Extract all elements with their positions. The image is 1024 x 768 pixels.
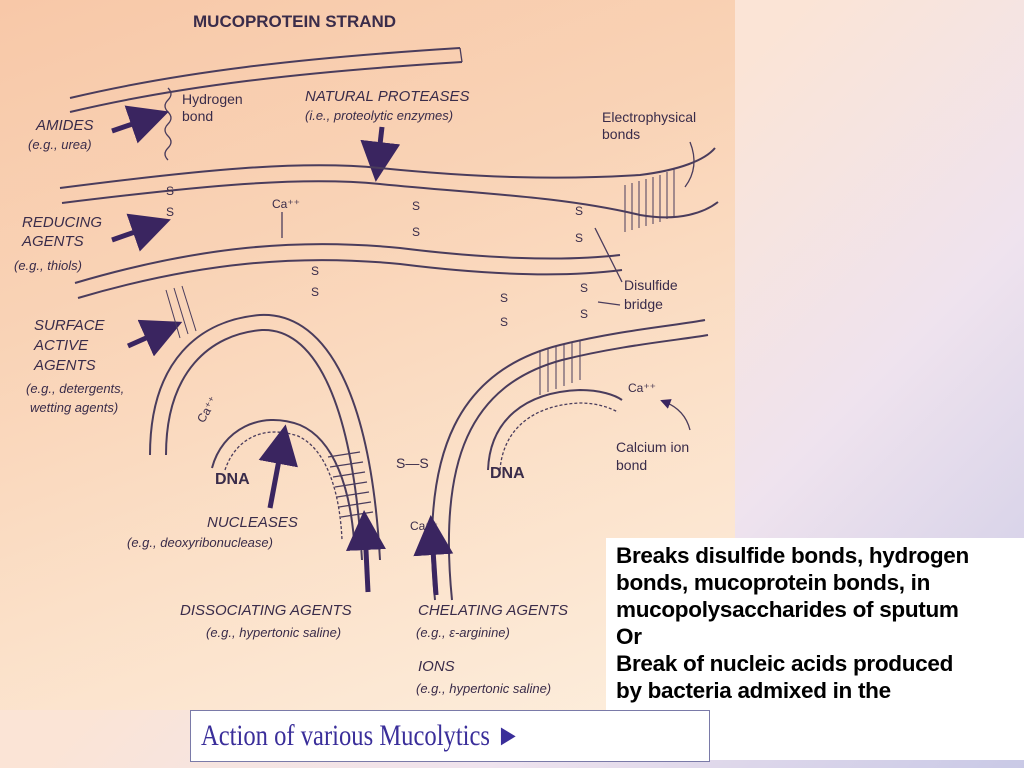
amides-example: (e.g., urea) (28, 137, 92, 152)
nucleases-arrow (258, 424, 298, 509)
s-label: S (412, 225, 420, 239)
s-label: S (166, 205, 174, 219)
right-hatch (539, 340, 581, 395)
reducing-agents-label-1: REDUCING (22, 214, 102, 231)
reducing-agents-example: (e.g., thiols) (14, 258, 82, 273)
s-label: S (311, 285, 319, 299)
reducing-agents-label-2: AGENTS (21, 233, 84, 250)
hydrogen-bond-label-1: Hydrogen (182, 91, 243, 107)
caption-box: Action of various Mucolytics ► (190, 710, 710, 762)
hydrogen-bond-label-2: bond (182, 108, 213, 124)
nucleases-example: (e.g., deoxyribonuclease) (127, 535, 273, 550)
dna-label-right: DNA (490, 465, 525, 482)
disulfide-bridge-label-2: bridge (624, 296, 663, 312)
description-line: Breaks disulfide bonds, hydrogen (616, 543, 969, 568)
electrophysical-pointer (684, 141, 695, 188)
electrophysical-bonds-label-1: Electrophysical (602, 109, 696, 125)
chelating-arrow (413, 515, 454, 596)
s-label: S (580, 281, 588, 295)
surface-active-example-2: wetting agents) (30, 400, 118, 415)
surface-active-label-3: AGENTS (33, 357, 96, 374)
description-line: by bacteria admixed in the (616, 678, 891, 703)
reducing-agents-arrow (111, 213, 171, 252)
description-line: Break of nucleic acids produced (616, 651, 954, 676)
dissociating-agents-example: (e.g., hypertonic saline) (206, 625, 341, 640)
amides-label: AMIDES (35, 117, 94, 134)
natural-proteases-example: (i.e., proteolytic enzymes) (305, 108, 453, 123)
calcium-label-top: Ca⁺⁺ (272, 197, 300, 211)
s-label: S (575, 204, 583, 218)
amides-arrow (111, 105, 169, 144)
ions-label: IONS (418, 658, 455, 675)
s-label: S (500, 315, 508, 329)
hydrogen-bond-squiggle (164, 87, 172, 161)
electrophysical-hatch (624, 168, 675, 232)
s-label: S (166, 184, 174, 198)
surface-active-arrow (126, 319, 183, 357)
calcium-ion-bond-label-2: bond (616, 457, 647, 473)
calcium-label-bottom: Ca⁺⁺ (410, 519, 438, 533)
calcium-label-left: Ca⁺⁺ (194, 394, 220, 425)
dissociating-agents-label: DISSOCIATING AGENTS (180, 602, 352, 619)
s-label: S (575, 231, 583, 245)
protease-arrow (360, 126, 401, 182)
chelating-agents-label: CHELATING AGENTS (418, 602, 568, 619)
dna-strand-right (487, 388, 623, 471)
s-label: S (500, 291, 508, 305)
surface-active-label-2: ACTIVE (33, 337, 89, 354)
calcium-ion-bond-label-1: Calcium ion (616, 439, 689, 455)
s-label: S (311, 264, 319, 278)
surface-active-example-1: (e.g., detergents, (26, 381, 124, 396)
calcium-label-right: Ca⁺⁺ (628, 381, 656, 395)
description-line: bonds, mucoprotein bonds, in (616, 570, 931, 595)
disulfide-link-center: S—S (396, 455, 429, 471)
electrophysical-bonds-label-2: bonds (602, 126, 640, 142)
nucleases-label: NUCLEASES (207, 514, 298, 531)
s-label: S (580, 307, 588, 321)
mucoprotein-strand-3 (74, 243, 623, 299)
mucolytic-action-diagram: MUCOPROTEIN STRAND Hydrogen bond NATURAL… (14, 12, 719, 696)
description-line: mucopolysaccharides of sputum (616, 597, 959, 622)
natural-proteases-label: NATURAL PROTEASES (305, 88, 470, 105)
diagram-title: MUCOPROTEIN STRAND (193, 12, 396, 31)
mucoprotein-arc-left (149, 313, 381, 561)
diagram-panel: MUCOPROTEIN STRAND Hydrogen bond NATURAL… (0, 0, 735, 710)
dna-label-left: DNA (215, 471, 250, 488)
mucoprotein-strand-2 (59, 147, 719, 219)
description-line: Or (616, 624, 642, 649)
surface-hatch (165, 285, 197, 339)
s-label: S (412, 199, 420, 213)
surface-active-label-1: SURFACE (34, 317, 106, 334)
mucoprotein-strand-1 (69, 47, 463, 113)
chelating-agents-example: (e.g., ε-arginine) (416, 625, 510, 640)
caption-text: Action of various Mucolytics ► (201, 719, 521, 752)
disulfide-bridge-label-1: Disulfide (624, 277, 678, 293)
ions-example: (e.g., hypertonic saline) (416, 681, 551, 696)
dissociating-arrow (345, 510, 386, 593)
